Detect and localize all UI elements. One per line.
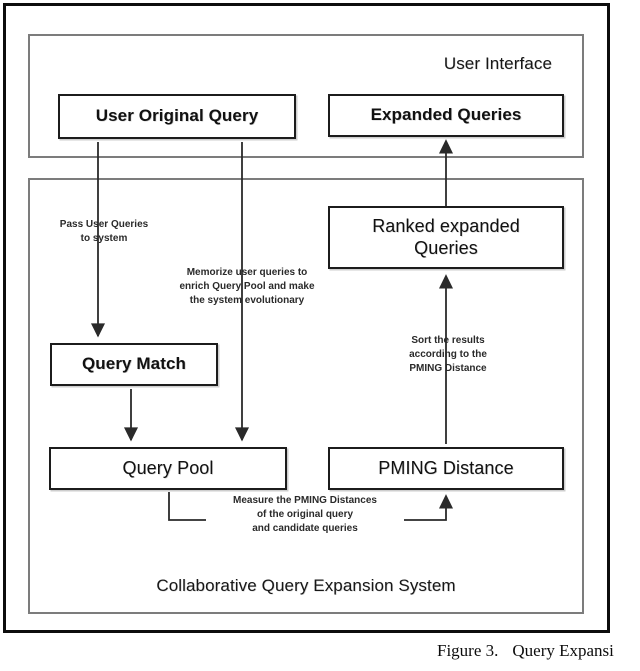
connector-label-measure-pming-distances: Measure the PMING Distances of the origi… — [206, 493, 404, 538]
panel-user-interface-label: User Interface — [443, 54, 552, 73]
node-query-match[interactable]: Query Match — [50, 343, 218, 386]
node-query-pool[interactable]: Query Pool — [49, 447, 287, 490]
figure-caption-number: Figure 3. — [437, 641, 499, 660]
node-user-original-query[interactable]: User Original Query — [58, 94, 296, 139]
connector-label-memorize-user-queries: Memorize user queries to enrich Query Po… — [179, 267, 315, 307]
node-expanded-queries[interactable]: Expanded Queries — [328, 94, 564, 137]
figure-caption: Figure 3. Query Expansi — [437, 641, 614, 661]
figure-frame: User Interface Collaborative Query Expan… — [3, 3, 610, 633]
node-pming-distance[interactable]: PMING Distance — [328, 447, 564, 490]
connector-label-sort-results: Sort the results according to the PMING … — [409, 335, 487, 375]
connector-label-pass-user-queries: Pass User Queries to system — [59, 219, 149, 245]
figure-caption-text: Query Expansi — [512, 641, 614, 660]
panel-system-label: Collaborative Query Expansion System — [156, 576, 456, 595]
node-ranked-expanded-queries[interactable]: Ranked expanded Queries — [328, 206, 564, 269]
